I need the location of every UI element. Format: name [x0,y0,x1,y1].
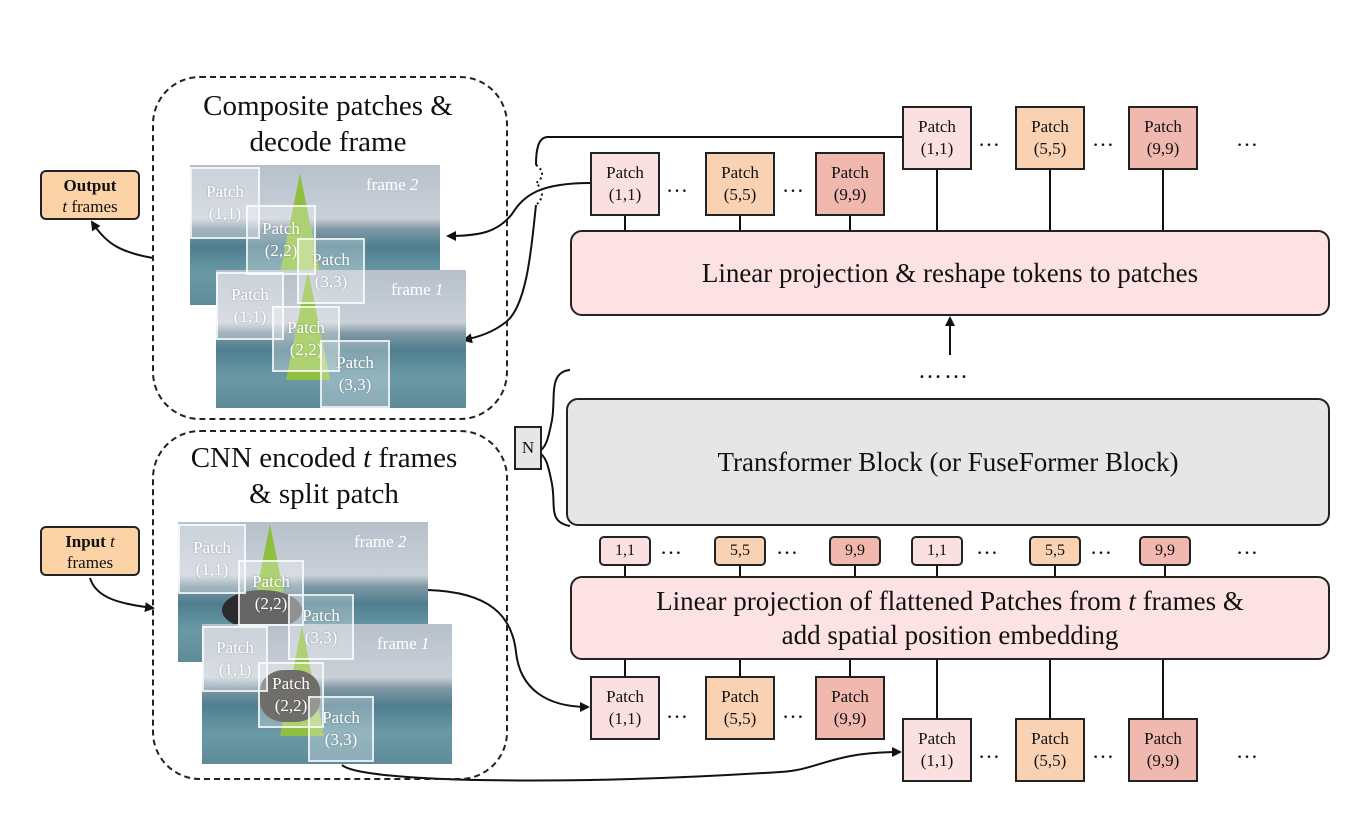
encode-title-italic: t [363,442,372,474]
frame2-label: frame 2 [354,532,407,551]
output-title: Output [63,176,117,195]
ellipsis: … [976,534,1000,559]
token-1-1: 1,1 [911,536,963,566]
arrow-to-output [90,220,154,259]
ellipsis: … [782,172,806,197]
decode-panel [152,76,508,420]
arrow-frame1-to-patch [341,747,902,782]
linear-reshape-block: Linear projection & reshape tokens to pa… [570,230,1330,316]
flatten-label-a: Linear projection of flattened Patches f… [656,586,1129,616]
encode-panel [152,430,508,780]
windsurf-sail [286,270,330,380]
ellipsis: … [666,698,690,723]
flatten-label-line2: add spatial position embedding [781,620,1119,650]
encode-panel-title: CNN encoded t frames & split patch [144,440,504,512]
wire-row2-left [535,136,905,166]
out-patch-5-5: Patch(5,5) [705,152,775,216]
ellipsis: … [660,534,684,559]
decode-title-line1: Composite patches & [203,90,453,122]
encode-title-line2: & split patch [249,478,399,510]
arrow-to-frame1 [462,204,537,344]
overlay-patch-2-2: Patch(2,2) [258,662,324,728]
ellipsis: … [1092,126,1116,151]
overlay-patch-3-3: Patch(3,3) [297,238,365,304]
token-9-9: 9,9 [1139,536,1191,566]
ellipsis: … [978,738,1002,763]
flatten-label-italic: t [1128,586,1136,616]
in-patch-9-9: Patch(9,9) [815,676,885,740]
overlay-patch-3-3: Patch(3,3) [288,594,354,660]
flatten-label-b: frames & [1135,586,1244,616]
repeat-n-label: N [521,438,535,457]
frame2-label: frame 2 [366,175,419,194]
token-5-5: 5,5 [714,536,766,566]
input-title-italic: t [105,532,115,551]
in-patch-1-1: Patch(1,1) [902,718,972,782]
arrow-from-input [89,577,155,613]
in-patch-5-5: Patch(5,5) [1015,718,1085,782]
ellipsis: … [1236,534,1260,559]
decode-title-line2: decode frame [249,126,407,158]
overlay-patch-2-2: Patch(2,2) [246,205,316,275]
linear-reshape-label: Linear projection & reshape tokens to pa… [701,258,1199,288]
ellipsis: … [776,534,800,559]
output-sub-italic: t [62,197,68,216]
input-title: Input [65,532,106,551]
input-frame-1: frame 1 [202,624,452,764]
input-sub: frames [66,553,114,572]
frame1-label: frame 1 [391,280,444,299]
overlay-patch-1-1: Patch(1,1) [190,167,260,239]
ellipsis: … [1092,738,1116,763]
ellipsis: … [1236,126,1260,151]
repeat-n-box: N [514,426,542,470]
token-5-5: 5,5 [1029,536,1081,566]
output-box: Output t frames [40,170,140,220]
in-patch-1-1: Patch(1,1) [590,676,660,740]
out-patch-9-9: Patch(9,9) [815,152,885,216]
out-patch-1-1: Patch(1,1) [590,152,660,216]
out-patch-9-9: Patch(9,9) [1128,106,1198,170]
overlay-patch-3-3: Patch(3,3) [308,696,374,762]
ellipsis: … [1236,738,1260,763]
ellipsis: … [978,126,1002,151]
overlay-patch-1-1: Patch(1,1) [202,626,268,692]
token-1-1: 1,1 [599,536,651,566]
frame1-label: frame 1 [377,634,430,653]
ellipsis: … [1090,534,1114,559]
overlay-patch-2-2: Patch(2,2) [272,306,340,372]
token-9-9: 9,9 [829,536,881,566]
in-patch-9-9: Patch(9,9) [1128,718,1198,782]
overlay-patch-2-2: Patch(2,2) [238,560,304,626]
decode-panel-title: Composite patches & decode frame [148,88,508,160]
transformer-label: Transformer Block (or FuseFormer Block) [717,447,1179,477]
ellipsis-mid: …… [918,358,970,384]
ellipsis: … [666,172,690,197]
ellipsis: … [782,698,806,723]
in-patch-5-5: Patch(5,5) [705,676,775,740]
encode-title-a: CNN encoded [190,442,364,474]
input-box: Input t frames [40,526,140,576]
output-sub: frames [67,197,118,216]
arrow-to-frame2 [446,182,591,241]
out-patch-5-5: Patch(5,5) [1015,106,1085,170]
overlay-patch-1-1: Patch(1,1) [178,524,246,594]
overlay-patch-3-3: Patch(3,3) [320,340,390,408]
transformer-block: Transformer Block (or FuseFormer Block) [566,398,1330,526]
out-patch-1-1: Patch(1,1) [902,106,972,170]
encode-title-b: frames [371,442,458,474]
arrow-frame2-to-patch [427,589,590,712]
linear-flatten-block: Linear projection of flattened Patches f… [570,576,1330,660]
dotted-hop [534,164,543,206]
